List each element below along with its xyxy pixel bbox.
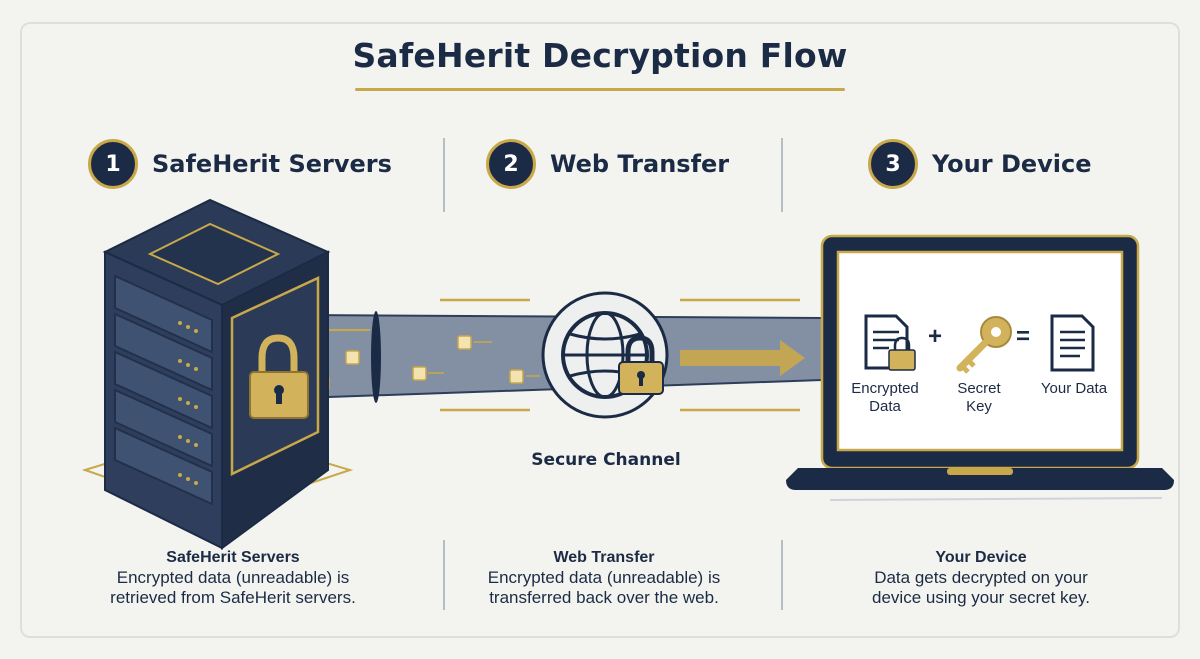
secret-key-label: Secret Key — [944, 380, 1014, 416]
secret-key-label-line1: Secret — [957, 380, 1001, 397]
globe-icon — [541, 291, 669, 419]
caption-device-line1: Data gets decrypted on your — [874, 568, 1088, 587]
title-wrap: SafeHerit Decryption Flow — [0, 22, 1200, 88]
step-3-number: 3 — [868, 139, 918, 189]
caption-servers: SafeHerit Servers Encrypted data (unread… — [63, 548, 403, 608]
diagram-frame — [20, 22, 1180, 638]
caption-transfer-title: Web Transfer — [553, 549, 655, 566]
step-1-title: SafeHerit Servers — [152, 150, 392, 178]
channel-lock-icon — [618, 335, 664, 395]
caption-device: Your Device Data gets decrypted on your … — [811, 548, 1151, 608]
title-underline — [355, 88, 845, 91]
caption-servers-line1: Encrypted data (unreadable) is — [116, 568, 350, 587]
secret-key-label-line2: Key — [966, 398, 992, 415]
step-2-title: Web Transfer — [550, 150, 730, 178]
laptop-icon — [786, 234, 1174, 501]
step-3-title: Your Device — [932, 150, 1092, 178]
caption-transfer-line2: transferred back over the web. — [489, 588, 719, 607]
encrypted-data-label-line1: Encrypted — [851, 380, 919, 397]
equals-operator: = — [1016, 323, 1031, 350]
page-title: SafeHerit Decryption Flow — [306, 35, 894, 75]
encrypted-data-label: Encrypted Data — [840, 380, 930, 416]
encrypted-document-icon — [864, 314, 916, 371]
caption-transfer-line1: Encrypted data (unreadable) is — [487, 568, 721, 587]
arrow-right-icon — [680, 340, 805, 376]
header-divider-2 — [781, 138, 783, 212]
server-rack-icon — [102, 198, 331, 550]
step-2-header: 2 Web Transfer — [486, 139, 730, 189]
step-2-number: 2 — [486, 139, 536, 189]
caption-device-title: Your Device — [935, 549, 1027, 566]
step-3-header: 3 Your Device — [868, 139, 1092, 189]
caption-transfer: Web Transfer Encrypted data (unreadable)… — [434, 548, 774, 608]
caption-divider-1 — [443, 540, 445, 610]
caption-servers-title: SafeHerit Servers — [166, 549, 300, 566]
secure-channel-label: Secure Channel — [531, 450, 681, 470]
caption-divider-2 — [781, 540, 783, 610]
header-divider-1 — [443, 138, 445, 212]
decrypted-document-icon — [1050, 314, 1095, 372]
plus-operator: + — [928, 323, 943, 350]
step-1-number: 1 — [88, 139, 138, 189]
key-icon — [956, 316, 1012, 374]
step-1-header: 1 SafeHerit Servers — [88, 139, 392, 189]
server-lock-icon — [249, 334, 309, 419]
your-data-label: Your Data — [1040, 380, 1108, 397]
caption-device-line2: device using your secret key. — [872, 588, 1090, 607]
caption-servers-line2: retrieved from SafeHerit servers. — [110, 588, 356, 607]
encrypted-data-label-line2: Data — [869, 398, 901, 415]
